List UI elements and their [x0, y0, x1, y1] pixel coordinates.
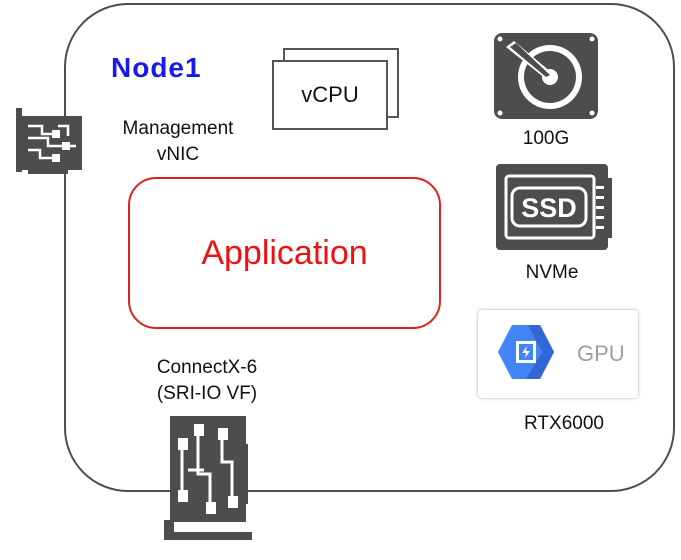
connectx-line2: (SRI-IO VF)	[156, 383, 258, 404]
hard-disk-icon	[494, 33, 598, 119]
ssd-icon: SSD	[496, 164, 612, 250]
node-title: Node1	[111, 52, 202, 83]
management-line2: vNIC	[156, 144, 200, 165]
ssd-label: NVMe	[525, 262, 579, 283]
connectx-line1: ConnectX-6	[156, 357, 258, 378]
gpu-chip-icon	[498, 325, 554, 379]
network-card-icon	[16, 108, 82, 174]
management-line1: Management	[122, 118, 234, 139]
vcpu-label: vCPU	[301, 82, 359, 107]
disk-label: 100G	[522, 128, 570, 149]
connectx-label: ConnectX-6 (SRI-IO VF)	[132, 355, 282, 407]
application-box: Application	[128, 177, 441, 329]
application-label: Application	[201, 233, 368, 272]
gpu-label: RTX6000	[524, 413, 604, 434]
gpu-chip-text: GPU	[577, 341, 625, 366]
management-vnic-label: Management vNIC	[106, 116, 250, 168]
ssd-chip-text: SSD	[521, 193, 577, 223]
vcpu-card-front: vCPU	[272, 60, 388, 130]
connectx-card-icon	[164, 416, 252, 540]
gpu-card: GPU	[478, 310, 638, 398]
